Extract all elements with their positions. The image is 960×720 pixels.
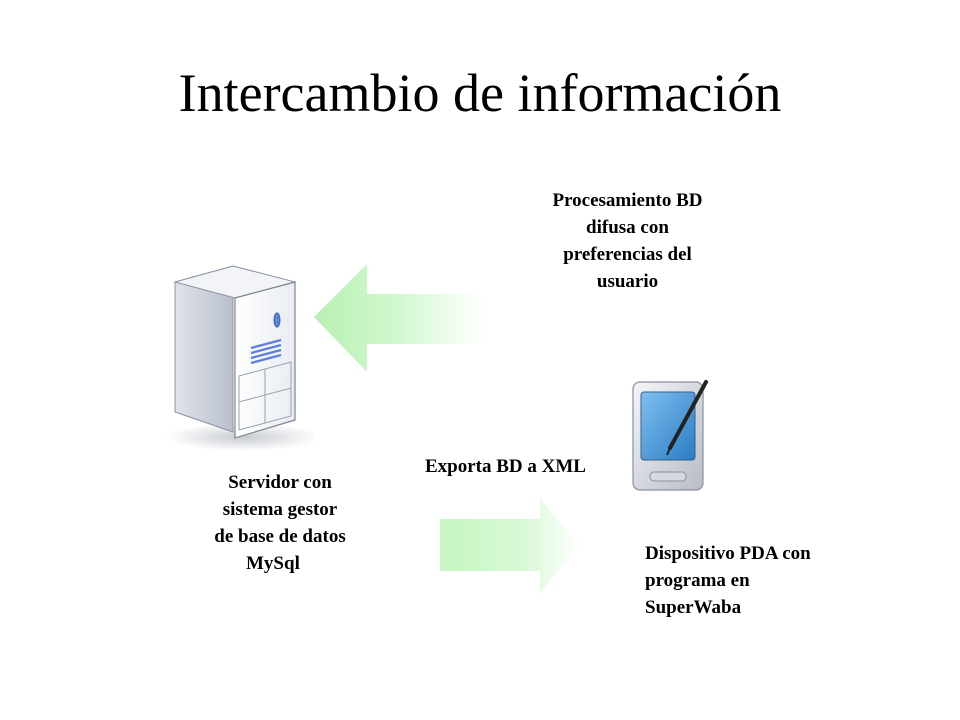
server-label-line-1: Servidor con xyxy=(228,472,332,493)
server-tower-icon xyxy=(165,265,313,451)
server-label-line-4: MySql xyxy=(246,553,300,574)
processing-label-line-2: difusa con xyxy=(586,217,669,238)
pda-device-icon xyxy=(632,380,708,491)
pda-label-line-1: Dispositivo PDA con xyxy=(645,543,811,564)
slide-title: Intercambio de información xyxy=(178,63,782,123)
server-label-line-2: sistema gestor xyxy=(222,499,338,520)
processing-label-line-3: preferencias del xyxy=(563,244,692,265)
arrow-left-icon xyxy=(314,264,484,372)
server-label-line-3: de base de datos xyxy=(214,526,346,547)
export-label: Exporta BD a XML xyxy=(425,456,586,477)
pda-label-line-2: programa en xyxy=(645,570,750,591)
processing-label: Procesamiento BD difusa con preferencias… xyxy=(505,187,750,295)
processing-label-line-1: Procesamiento BD xyxy=(552,190,703,211)
server-label: Servidor con sistema gestor de base de d… xyxy=(160,469,400,577)
processing-label-line-4: usuario xyxy=(596,271,659,292)
pda-label-line-3: SuperWaba xyxy=(645,597,742,618)
pda-label: Dispositivo PDA con programa en SuperWab… xyxy=(645,540,945,621)
arrow-right-icon xyxy=(440,499,580,593)
